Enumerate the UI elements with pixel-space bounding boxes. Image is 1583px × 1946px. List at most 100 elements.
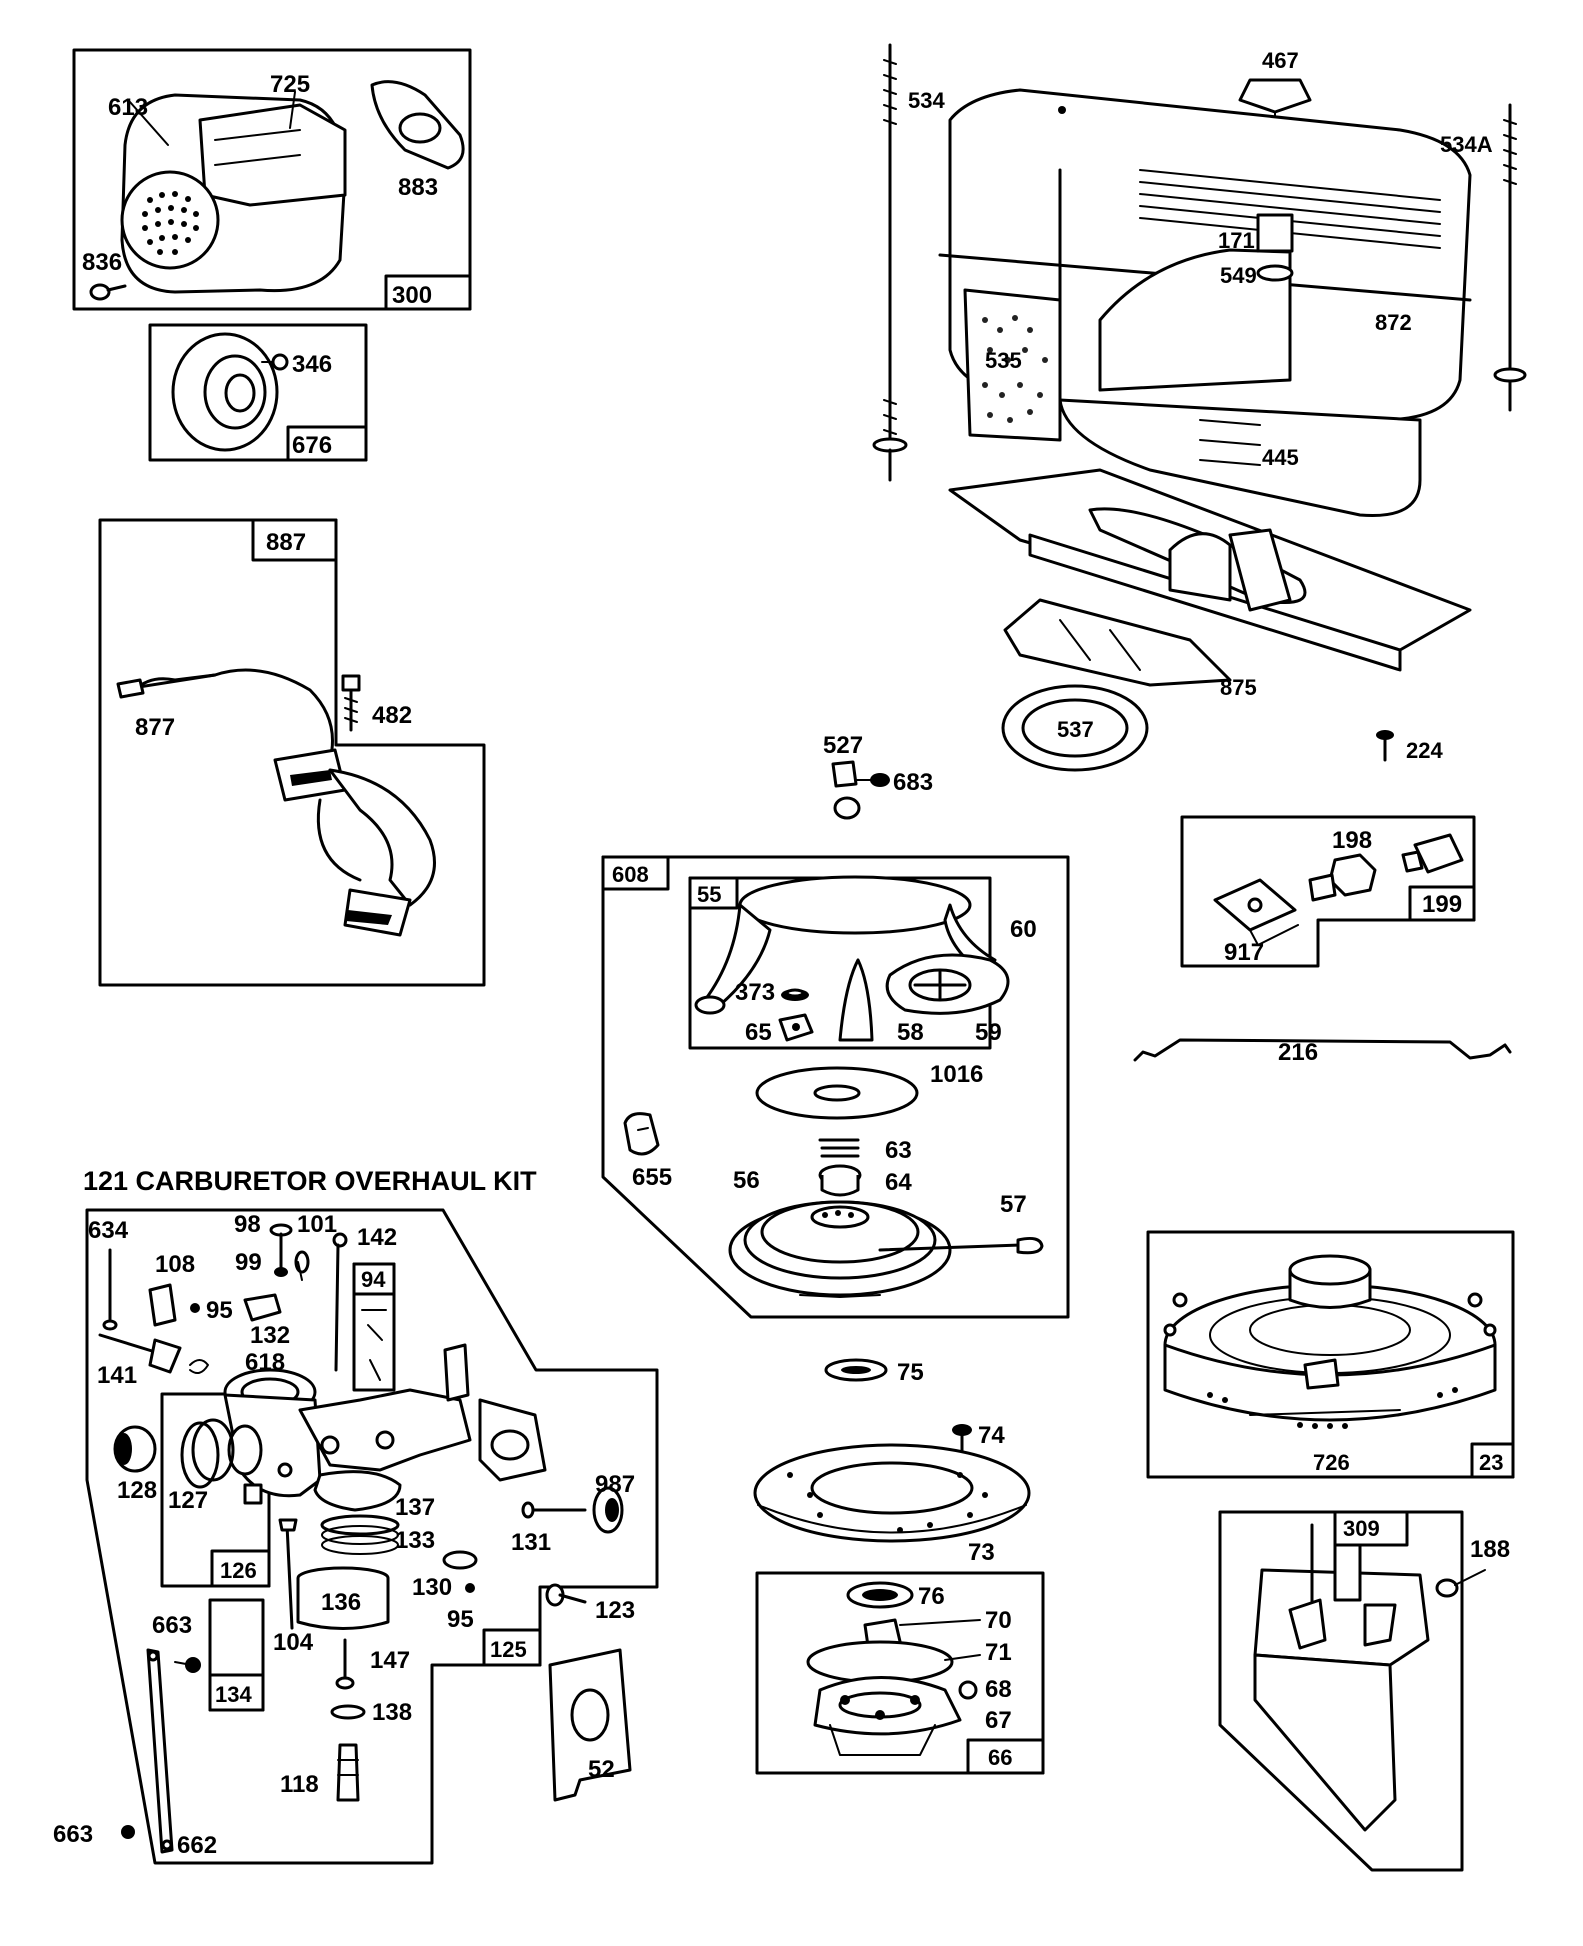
rope-57-drawing <box>878 1237 1044 1255</box>
label-128: 128 <box>117 1477 157 1504</box>
label-52: 52 <box>588 1756 615 1783</box>
box-125-frame <box>85 1208 659 1865</box>
label-98: 98 <box>234 1211 261 1238</box>
screw-74-drawing <box>952 1424 972 1454</box>
label-137: 137 <box>395 1494 435 1521</box>
label-309: 309 <box>1343 1516 1380 1541</box>
label-66: 66 <box>988 1745 1012 1770</box>
label-875: 875 <box>1220 675 1257 700</box>
blower-housing-drawing <box>120 93 347 294</box>
label-127: 127 <box>168 1487 208 1514</box>
label-58: 58 <box>897 1019 924 1046</box>
gasket-883-drawing <box>370 80 465 170</box>
label-70: 70 <box>985 1607 1012 1634</box>
label-482: 482 <box>372 702 412 729</box>
label-662: 662 <box>177 1832 217 1859</box>
label-136: 136 <box>321 1589 361 1616</box>
label-373: 373 <box>735 979 775 1006</box>
screw-482-drawing <box>341 674 361 732</box>
ignition-armature-drawing <box>133 668 436 937</box>
carburetor-group: 121 CARBURETOR OVERHAUL KIT <box>53 1166 659 1865</box>
label-108: 108 <box>155 1251 195 1278</box>
clip-527-group: 527 683 <box>823 732 933 820</box>
leader-725 <box>289 91 296 129</box>
label-68: 68 <box>985 1676 1012 1703</box>
box-309-frame <box>1218 1510 1464 1872</box>
base-875-drawing <box>948 468 1472 687</box>
label-549: 549 <box>1220 263 1257 288</box>
box-676-tag <box>286 425 368 462</box>
throttle-shaft-141-drawing <box>98 1333 182 1374</box>
box-23-tag <box>1470 1442 1515 1479</box>
box-66-frame <box>755 1571 1045 1775</box>
label-141: 141 <box>97 1362 137 1389</box>
box-300-tag <box>384 274 472 311</box>
label-216: 216 <box>1278 1039 1318 1066</box>
label-199: 199 <box>1422 891 1462 918</box>
flywheel-screen-drawing <box>171 332 279 452</box>
governor-bracket-drawing <box>1253 1523 1486 1832</box>
box-676-frame <box>148 323 368 462</box>
box-66-tag <box>966 1738 1045 1775</box>
screw-131-drawing <box>521 1501 587 1519</box>
box-23-group: 726 23 <box>1146 1230 1515 1479</box>
spring-133-drawing <box>320 1514 400 1555</box>
box-309-group: 309 188 <box>1218 1510 1510 1872</box>
label-726: 726 <box>1313 1450 1350 1475</box>
link-662-drawing <box>146 1648 174 1854</box>
screen-94-drawing <box>361 1309 387 1381</box>
label-877: 877 <box>135 714 175 741</box>
screw-95-drawing <box>190 1303 200 1313</box>
label-872: 872 <box>1375 310 1412 335</box>
throttle-plate-108-drawing <box>148 1283 177 1327</box>
label-147: 147 <box>370 1647 410 1674</box>
washer-130-drawing <box>442 1550 478 1593</box>
label-71: 71 <box>985 1639 1012 1666</box>
screw-663-drawing <box>121 1657 201 1839</box>
label-75: 75 <box>897 1359 924 1386</box>
bowl-136-drawing <box>296 1566 390 1630</box>
box-608-group: 608 55 60 373 65 58 59 1016 655 63 64 56… <box>601 855 1070 1319</box>
box-887-frame <box>98 518 486 987</box>
kit-title: 121 CARBURETOR OVERHAUL KIT <box>83 1166 537 1196</box>
screw-98-drawing <box>269 1223 293 1277</box>
label-23: 23 <box>1479 1450 1503 1475</box>
air-cleaner-group: 534 467 534A 171 549 872 535 445 875 537… <box>872 43 1527 772</box>
pin-101-drawing <box>294 1250 310 1281</box>
bowl-128-drawing <box>113 1425 157 1473</box>
box-199-frame <box>1180 815 1476 968</box>
blower-housing-group: 613 725 883 836 300 <box>72 48 472 311</box>
label-1016: 1016 <box>930 1061 983 1088</box>
label-467: 467 <box>1262 48 1299 73</box>
box-199-tag <box>1408 885 1476 922</box>
needle-104-drawing <box>278 1518 298 1630</box>
label-987: 987 <box>595 1471 635 1498</box>
label-101: 101 <box>297 1211 337 1238</box>
label-104: 104 <box>273 1629 314 1656</box>
spring-634-drawing <box>102 1248 118 1331</box>
label-130: 130 <box>412 1574 452 1601</box>
label-95-lower: 95 <box>447 1606 474 1633</box>
box-887-tag <box>251 518 338 562</box>
label-56: 56 <box>733 1167 760 1194</box>
label-618: 618 <box>245 1349 285 1376</box>
washer-138-drawing <box>330 1704 366 1720</box>
label-917: 917 <box>1224 939 1264 966</box>
flywheel-726-drawing <box>1163 1254 1497 1429</box>
screw-836-drawing <box>89 283 127 301</box>
label-64: 64 <box>885 1169 912 1196</box>
label-63: 63 <box>885 1137 912 1164</box>
screw-123-drawing <box>545 1583 587 1607</box>
label-126: 126 <box>220 1558 257 1583</box>
label-118: 118 <box>280 1771 319 1798</box>
label-57: 57 <box>1000 1191 1027 1218</box>
label-676: 676 <box>292 432 332 459</box>
label-534: 534 <box>908 88 945 113</box>
label-125: 125 <box>490 1637 527 1662</box>
label-224: 224 <box>1406 738 1443 763</box>
bracket-917-drawing <box>1213 878 1299 946</box>
washer-1016-drawing <box>755 1066 919 1120</box>
label-683: 683 <box>893 769 933 796</box>
plate-73-drawing <box>753 1443 1031 1543</box>
